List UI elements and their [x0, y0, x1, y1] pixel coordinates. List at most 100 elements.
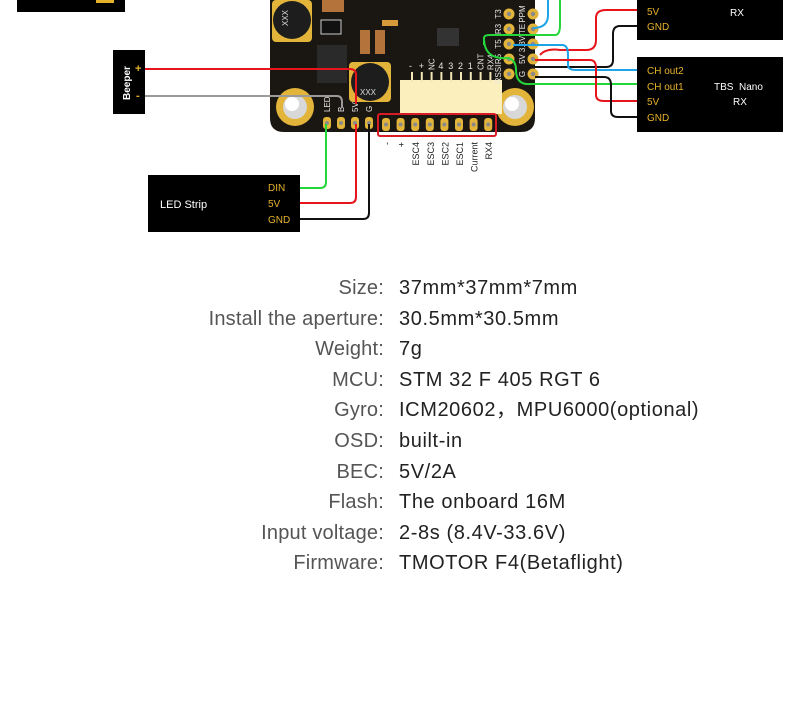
- wire-tbs-5v: [535, 59, 638, 102]
- top-rx-pin-gnd: GND: [647, 22, 669, 33]
- tbs-pin-5v: 5V: [647, 97, 660, 108]
- bottom-pad-label: ESC1: [455, 142, 465, 166]
- bottom-pad-label: RX4: [484, 142, 494, 160]
- bottom-pad-label: ESC4: [411, 142, 421, 166]
- connector-pin: [479, 72, 482, 82]
- right-pad-label: R3: [494, 23, 503, 34]
- spec-row: Flash: The onboard 16M: [0, 487, 800, 517]
- pad-hole: [506, 71, 512, 77]
- spec-row: Firmware: TMOTOR F4(Betaflight): [0, 548, 800, 578]
- pad-hole: [427, 122, 432, 127]
- inductor-middle: XXX: [349, 62, 391, 102]
- connector-pin-label: -: [409, 61, 412, 71]
- led-strip-title: LED Strip: [160, 199, 207, 211]
- bottom-pad-group: [382, 118, 493, 131]
- tbs-title-line1: TBS Nano: [714, 82, 763, 93]
- spec-label: Weight:: [315, 338, 384, 361]
- spec-value: 7g: [399, 338, 423, 361]
- wire-tbs-chout1: [483, 37, 638, 86]
- right-pad-label: R5: [494, 53, 503, 64]
- spec-value: TMOTOR F4(Betaflight): [399, 552, 624, 575]
- spec-value: 30.5mm*30.5mm: [399, 307, 560, 330]
- wire-tbs-gnd: [535, 76, 638, 118]
- connector-pin-label: RX4: [486, 54, 495, 70]
- bottom-pad-label: -: [382, 142, 392, 145]
- connector-pin: [460, 72, 462, 82]
- pad-hole: [413, 122, 418, 127]
- right-pad-label: 5V: [518, 53, 527, 63]
- connector-pin-label: NC: [428, 58, 437, 70]
- connector-pin: [440, 72, 443, 82]
- connector-pin: [430, 72, 433, 82]
- right-pad-label: T3: [494, 9, 503, 19]
- pad-hole: [530, 56, 536, 62]
- spec-value: STM 32 F 405 RGT 6: [399, 368, 601, 391]
- bottom-pad-label: +: [397, 142, 407, 147]
- led-strip-pin-5v: 5V: [268, 199, 281, 210]
- connector-pin-label: 2: [458, 61, 463, 71]
- spec-label: Size:: [338, 277, 384, 299]
- right-pad-label: TE: [518, 24, 527, 34]
- capacitor: [375, 30, 385, 54]
- pad-hole: [442, 122, 447, 127]
- mounting-hole-right: [496, 88, 534, 126]
- tbs-nano-rx-module: CH out2 CH out1 5V GND TBS Nano RX: [637, 57, 783, 132]
- diode: [320, 19, 342, 35]
- tbs-pin-gnd: GND: [647, 113, 669, 124]
- right-pad-label: 3.3V: [518, 35, 527, 52]
- spec-value: The onboard 16M: [399, 491, 566, 514]
- bottom-pad-label: ESC3: [426, 142, 436, 166]
- bottom-pad-label: Current: [470, 142, 480, 173]
- pad-hole: [384, 122, 388, 127]
- right-pad-label: PPM: [518, 5, 527, 23]
- spec-label: OSD:: [334, 430, 384, 452]
- connector-pin-label: 4: [438, 61, 443, 71]
- connector-pin-label: +: [419, 61, 424, 71]
- tbs-title-line2: RX: [733, 97, 747, 108]
- spec-label: BEC:: [336, 460, 384, 483]
- ic-chip: [317, 45, 347, 83]
- bottom-pad-label: ESC2: [440, 142, 450, 166]
- left-pad-label: G: [365, 106, 374, 112]
- chip-mark-1: XXX: [281, 9, 290, 26]
- pad-hole: [486, 122, 491, 127]
- led-strip-module: LED Strip DIN 5V GND: [148, 175, 300, 232]
- pad-hole: [506, 11, 512, 17]
- right-pad-label: G: [518, 71, 527, 77]
- led-strip-pin-din: DIN: [268, 183, 285, 194]
- spec-label: Firmware:: [293, 552, 384, 575]
- top-rx-pin-5v: 5V: [647, 7, 660, 18]
- pad-hole: [339, 121, 343, 125]
- capacitor: [360, 30, 370, 54]
- wire-ppm-blue: [532, 0, 549, 29]
- connector-pin: [489, 72, 492, 82]
- spec-label: Flash:: [328, 491, 384, 514]
- connector-pin-label: CNT: [477, 53, 486, 70]
- spec-label: MCU:: [332, 368, 384, 391]
- wire-beeper-minus: [145, 95, 343, 108]
- pad-hole: [530, 11, 536, 17]
- bottom-pad-labels: - + ESC4 ESC3 ESC2 ESC1 Current RX4: [382, 142, 494, 173]
- spec-row: MCU: STM 32 F 405 RGT 6: [0, 365, 800, 395]
- spec-row: Input voltage:2-8s (8.4V-33.6V): [0, 518, 800, 548]
- pad-hole: [506, 41, 512, 47]
- wire-beeper-plus: [145, 68, 357, 104]
- capacitor: [322, 0, 344, 12]
- left-pad-label: LED: [323, 96, 332, 112]
- pad-hole: [506, 26, 512, 32]
- bottom-pads-highlight: [377, 113, 497, 137]
- resistor: [382, 20, 398, 26]
- tbs-pin-chout2: CH out2: [647, 66, 684, 77]
- spec-row: OSD:built-in: [0, 426, 800, 456]
- spec-row: Weight: 7g: [0, 334, 800, 364]
- beeper-module: Beeper + -: [113, 50, 145, 114]
- wire-top-rx-gnd: [535, 25, 638, 68]
- spec-value: 37mm*37mm*7mm: [399, 277, 578, 299]
- connector-pin: [469, 72, 472, 82]
- connector-pin: [450, 72, 453, 82]
- spec-value: ICM20602，MPU6000(optional): [399, 399, 700, 422]
- beeper-title: Beeper: [122, 66, 133, 100]
- right-pad-label: RSSI: [494, 65, 503, 84]
